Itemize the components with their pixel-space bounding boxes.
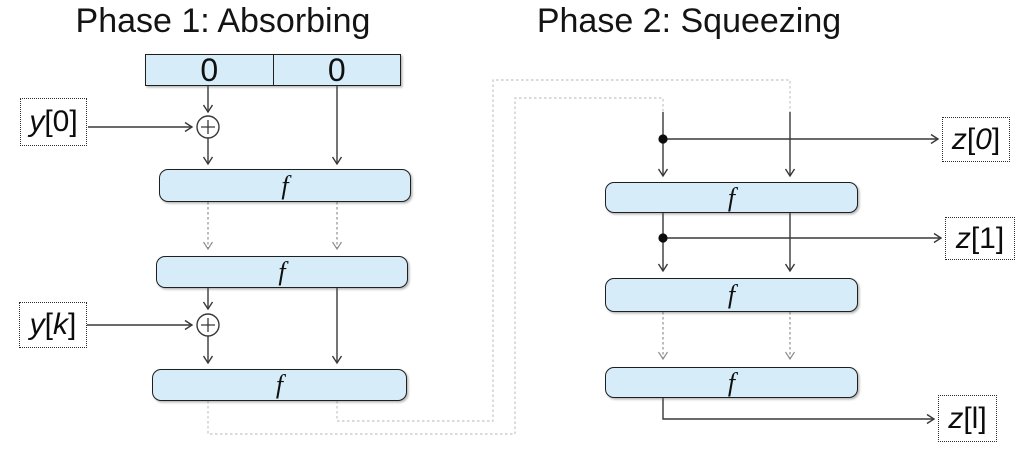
- f-box-absorb-3: f: [152, 369, 407, 401]
- xor-icon: [196, 115, 220, 139]
- io-bracket: [: [966, 122, 976, 156]
- io-index: 0: [52, 105, 70, 138]
- feedback-path-capacity: [336, 79, 791, 422]
- io-bracket: [: [44, 105, 53, 138]
- io-bracket: [: [963, 401, 972, 435]
- f-box-label: f: [727, 182, 736, 212]
- io-var: y: [29, 105, 45, 138]
- branch-dot: [658, 134, 668, 144]
- f-box-squeeze-2: f: [605, 278, 858, 312]
- output-label-z1: z[1]: [945, 217, 1015, 260]
- initial-state-register: 0 0: [145, 54, 401, 86]
- io-var: y: [29, 308, 45, 341]
- input-label-y0: y[0]: [20, 98, 87, 146]
- io-var: z: [948, 401, 964, 435]
- f-box-absorb-1: f: [159, 169, 411, 202]
- state-cell-capacity: 0: [327, 52, 346, 88]
- io-index: k: [53, 308, 68, 341]
- io-index: 0: [975, 122, 992, 156]
- f-box-label: f: [275, 370, 284, 399]
- io-bracket: ]: [991, 122, 1001, 156]
- io-index: l: [971, 401, 979, 435]
- state-cell-rate: 0: [146, 54, 274, 86]
- output-label-zl: z[l]: [938, 395, 997, 442]
- input-label-yk: y[k]: [19, 302, 87, 348]
- xor-icon: [196, 313, 220, 337]
- io-index: 1: [979, 221, 996, 255]
- f-box-absorb-2: f: [156, 256, 408, 288]
- phase1-title: Phase 1: Absorbing: [75, 2, 371, 40]
- io-bracket: [: [970, 221, 980, 255]
- f-box-squeeze-1: f: [605, 182, 858, 213]
- io-var: z: [951, 122, 967, 156]
- phase2-title: Phase 2: Squeezing: [536, 2, 842, 40]
- io-var: z: [955, 221, 971, 255]
- f-box-label: f: [727, 367, 736, 397]
- io-bracket: ]: [69, 105, 78, 138]
- feedback-path-rate: [207, 97, 664, 435]
- f-box-label: f: [278, 257, 286, 286]
- io-bracket: ]: [68, 308, 77, 341]
- io-bracket: [: [44, 308, 53, 341]
- f-box-label: f: [727, 280, 736, 309]
- branch-dot: [658, 233, 668, 243]
- f-box-squeeze-3: f: [605, 367, 858, 398]
- output-label-z0: z[0]: [942, 117, 1010, 162]
- io-bracket: ]: [978, 401, 987, 435]
- f-box-label: f: [281, 170, 289, 200]
- io-bracket: ]: [995, 221, 1005, 255]
- solid-arrows: [87, 86, 943, 425]
